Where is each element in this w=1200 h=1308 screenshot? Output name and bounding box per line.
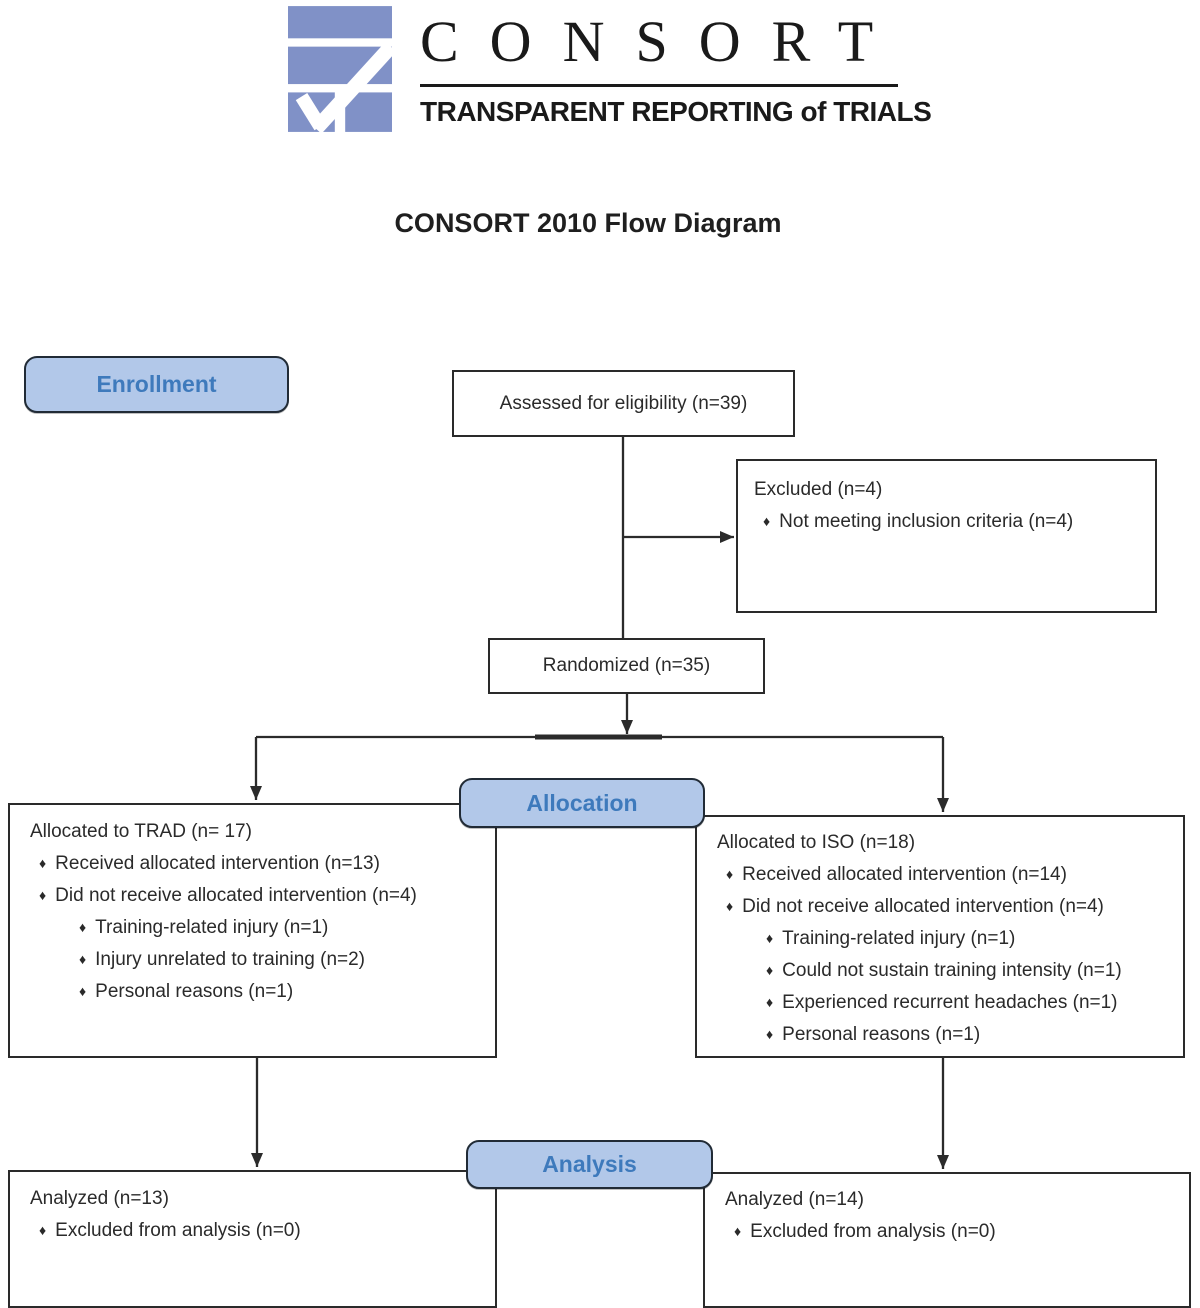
bullet-item: ♦ Excluded from analysis (n=0): [30, 1215, 489, 1247]
analyzed-iso-box: Analyzed (n=14) ♦ Excluded from analysis …: [703, 1172, 1191, 1308]
bullet-text: Injury unrelated to training (n=2): [95, 949, 366, 970]
diamond-bullet-icon: ♦: [79, 919, 87, 935]
logo-text-block: CONSORT TRANSPARENT REPORTING of TRIALS: [420, 6, 932, 128]
analyzed-iso-title: Analyzed (n=14): [725, 1189, 864, 1210]
bullet-item: ♦ Personal reasons (n=1): [717, 1019, 1177, 1051]
bullet-item: ♦ Training-related injury (n=1): [717, 923, 1177, 955]
bullet-text: Not meeting inclusion criteria (n=4): [779, 511, 1074, 532]
diamond-bullet-icon: ♦: [39, 887, 47, 903]
analyzed-trad-box: Analyzed (n=13) ♦ Excluded from analysis …: [8, 1170, 497, 1308]
bullet-text: Did not receive allocated intervention (…: [742, 896, 1104, 917]
analyzed-trad-title: Analyzed (n=13): [30, 1188, 169, 1209]
bullet-text: Could not sustain training intensity (n=…: [782, 960, 1122, 981]
bullet-text: Training-related injury (n=1): [782, 928, 1016, 949]
logo-divider-rule: [420, 84, 898, 87]
diamond-bullet-icon: ♦: [766, 930, 774, 946]
bullet-item: ♦ Not meeting inclusion criteria (n=4): [754, 506, 1145, 538]
allocated-trad-title: Allocated to TRAD (n= 17): [30, 821, 252, 842]
bullet-item: ♦ Personal reasons (n=1): [30, 976, 489, 1008]
bullet-item: ♦ Did not receive allocated intervention …: [717, 891, 1177, 923]
bullet-item: ♦ Experienced recurrent headaches (n=1): [717, 987, 1177, 1019]
diamond-bullet-icon: ♦: [39, 855, 47, 871]
bullet-item: ♦ Training-related injury (n=1): [30, 912, 489, 944]
consort-logo-checkmark-icon: [288, 6, 392, 132]
logo-brand-text: CONSORT: [420, 9, 905, 74]
bullet-text: Personal reasons (n=1): [782, 1024, 981, 1045]
diamond-bullet-icon: ♦: [726, 866, 734, 882]
bullet-item: ♦ Did not receive allocated intervention …: [30, 880, 489, 912]
diamond-bullet-icon: ♦: [39, 1222, 47, 1238]
bullet-text: Excluded from analysis (n=0): [750, 1221, 996, 1242]
stage-label-analysis: Analysis: [466, 1140, 713, 1189]
logo-tagline: TRANSPARENT REPORTING of TRIALS: [420, 96, 932, 127]
allocated-iso-items: ♦Received allocated intervention (n=14)♦…: [717, 859, 1177, 1051]
randomized-box: Randomized (n=35): [488, 638, 765, 694]
assessed-eligibility-box: Assessed for eligibility (n=39): [452, 370, 795, 437]
bullet-item: ♦ Injury unrelated to training (n=2): [30, 944, 489, 976]
diamond-bullet-icon: ♦: [734, 1223, 742, 1239]
excluded-items: ♦ Not meeting inclusion criteria (n=4): [754, 506, 1145, 538]
bullet-item: ♦ Received allocated intervention (n=13): [30, 848, 489, 880]
page-title: CONSORT 2010 Flow Diagram: [394, 208, 782, 238]
analyzed-iso-items: ♦ Excluded from analysis (n=0): [725, 1216, 1183, 1248]
excluded-box: Excluded (n=4) ♦ Not meeting inclusion cr…: [736, 459, 1157, 613]
bullet-text: Received allocated intervention (n=13): [55, 853, 380, 874]
diamond-bullet-icon: ♦: [766, 962, 774, 978]
diamond-bullet-icon: ♦: [766, 994, 774, 1010]
diamond-bullet-icon: ♦: [79, 983, 87, 999]
excluded-title: Excluded (n=4): [754, 479, 883, 500]
assessed-eligibility-text: Assessed for eligibility (n=39): [499, 392, 748, 414]
diamond-bullet-icon: ♦: [79, 951, 87, 967]
allocated-trad-box: Allocated to TRAD (n= 17) ♦ Received allo…: [8, 803, 497, 1058]
allocated-trad-items: ♦Received allocated intervention (n=13)♦…: [30, 848, 489, 1008]
diamond-bullet-icon: ♦: [766, 1026, 774, 1042]
bullet-text: Did not receive allocated intervention (…: [55, 885, 417, 906]
allocated-iso-title: Allocated to ISO (n=18): [717, 832, 916, 853]
bullet-text: Excluded from analysis (n=0): [55, 1220, 301, 1241]
bullet-item: ♦ Could not sustain training intensity (n…: [717, 955, 1177, 987]
bullet-text: Personal reasons (n=1): [95, 981, 294, 1002]
bullet-item: ♦ Received allocated intervention (n=14): [717, 859, 1177, 891]
stage-label-allocation: Allocation: [459, 778, 705, 828]
randomized-text: Randomized (n=35): [542, 655, 711, 676]
stage-label-enrollment: Enrollment: [24, 356, 289, 413]
diamond-bullet-icon: ♦: [763, 513, 771, 529]
bullet-text: Experienced recurrent headaches (n=1): [782, 992, 1118, 1013]
analyzed-trad-items: ♦ Excluded from analysis (n=0): [30, 1215, 489, 1247]
bullet-text: Training-related injury (n=1): [95, 917, 329, 938]
bullet-item: ♦ Excluded from analysis (n=0): [725, 1216, 1183, 1248]
allocated-iso-box: Allocated to ISO (n=18) ♦ Received alloca…: [695, 815, 1185, 1058]
bullet-text: Received allocated intervention (n=14): [742, 864, 1067, 885]
diamond-bullet-icon: ♦: [726, 898, 734, 914]
